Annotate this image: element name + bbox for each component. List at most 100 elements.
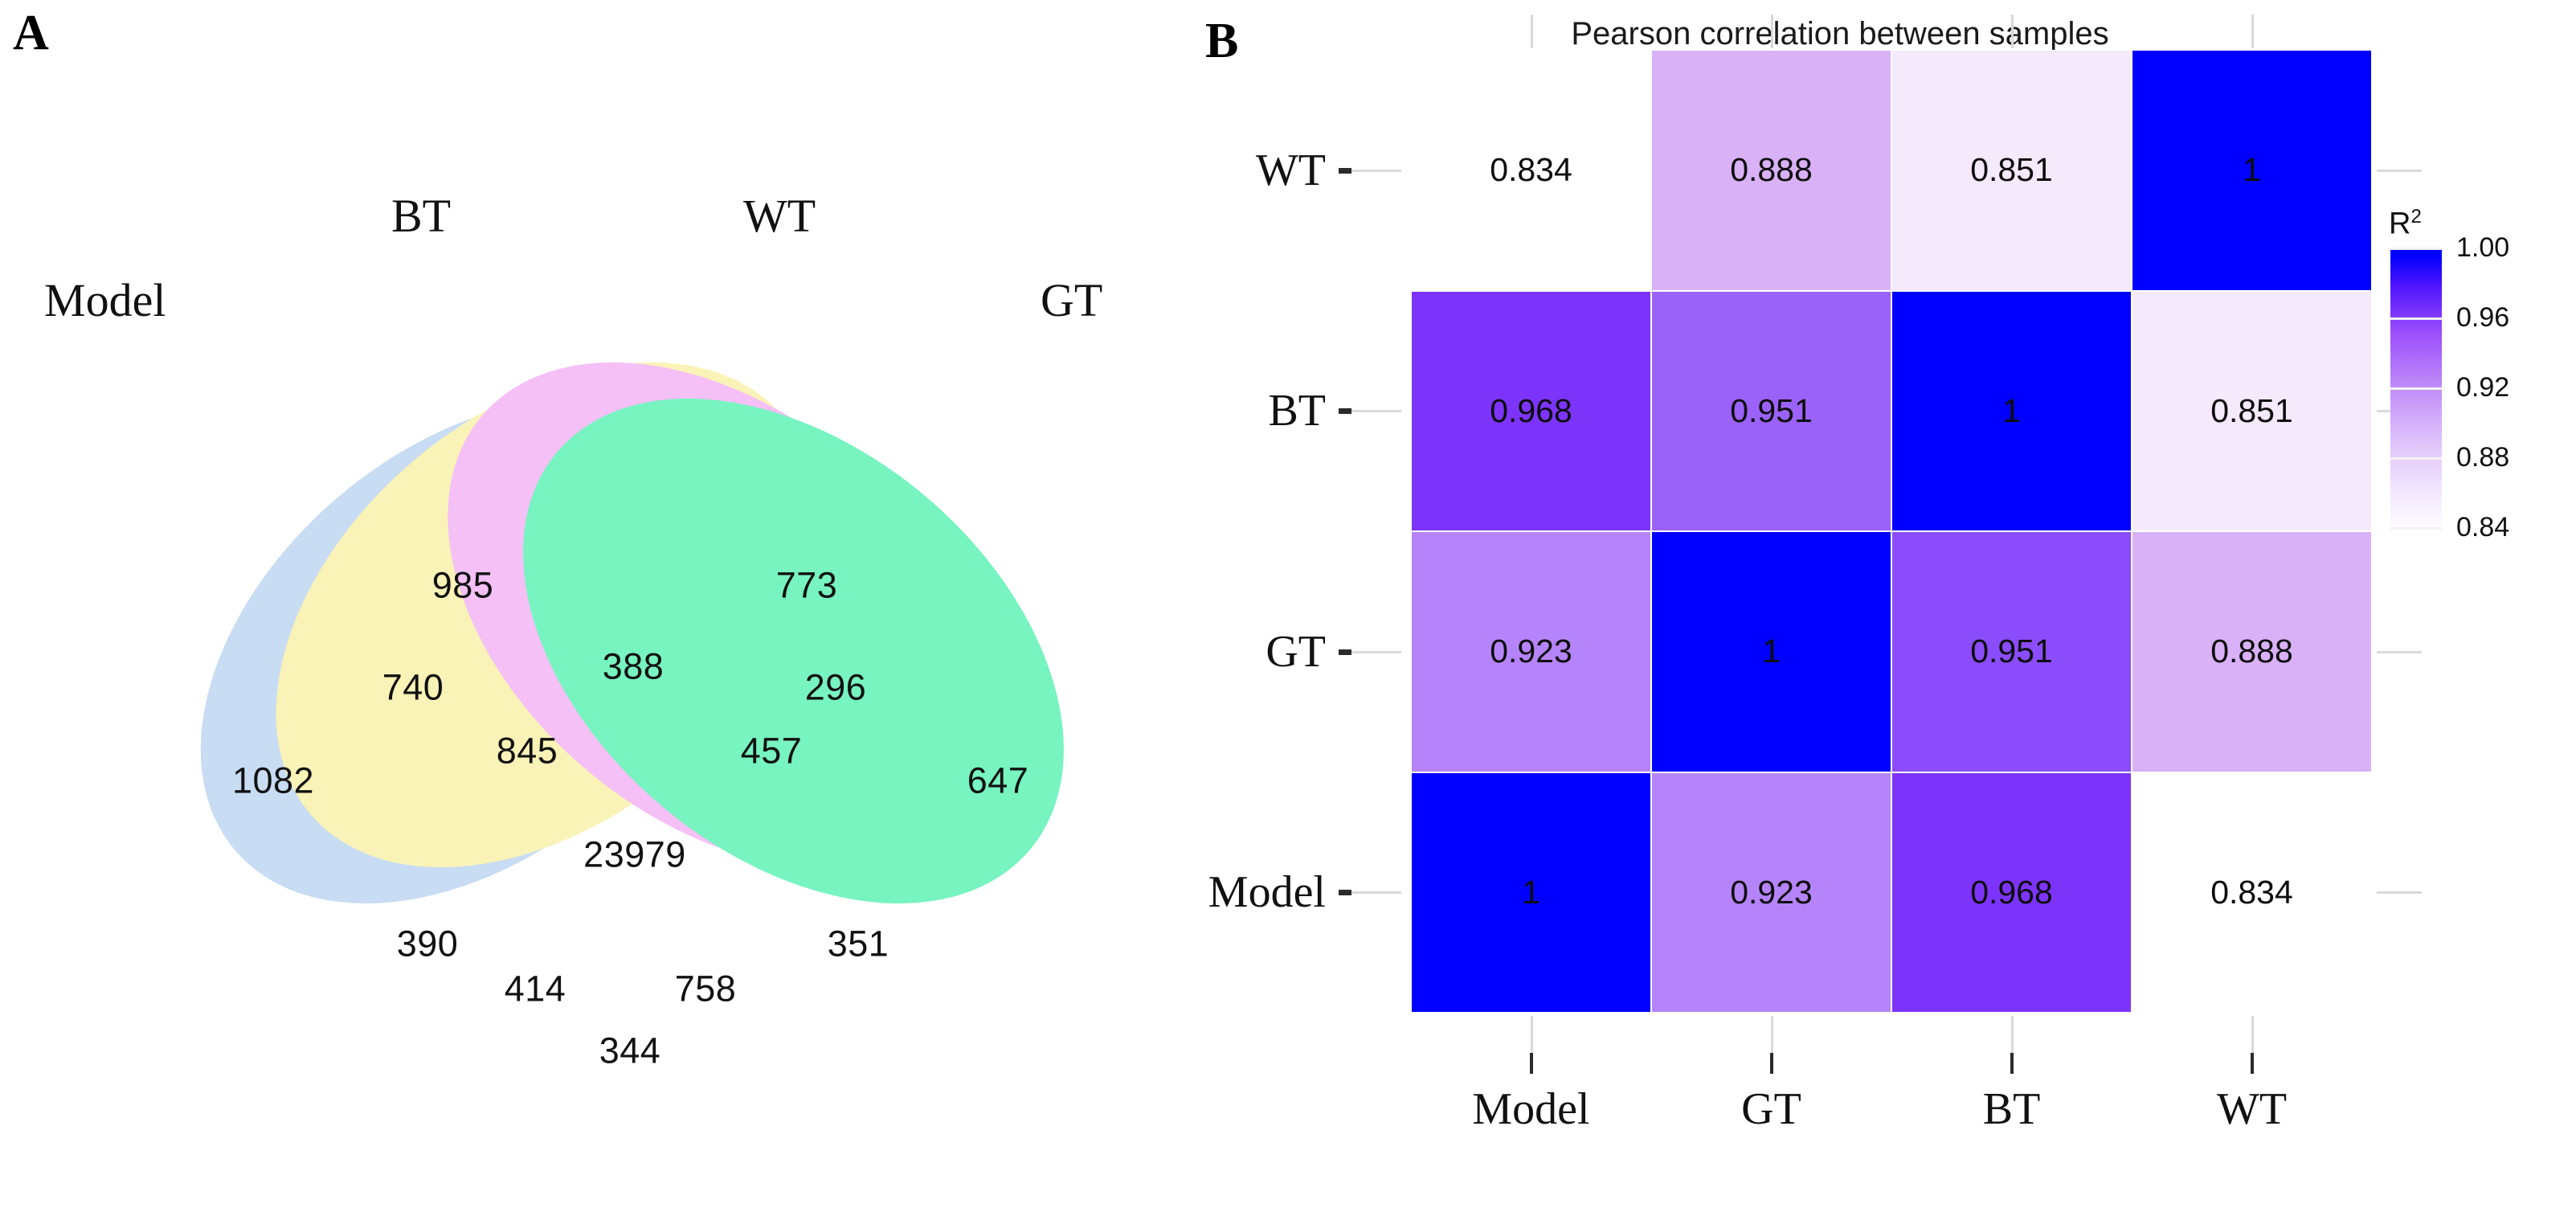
heatmap-y-label-model: Model bbox=[1208, 867, 1326, 918]
heatmap-cell-wt-gt[interactable]: 0.888 bbox=[1651, 50, 1891, 291]
colorbar-tick-line bbox=[2390, 527, 2442, 530]
heatmap-x-label-wt: WT bbox=[2216, 1084, 2288, 1134]
heatmap-x-label-bt: BT bbox=[1982, 1084, 2041, 1134]
heatmap-x-tick-top bbox=[1770, 14, 1773, 48]
venn-set-label-wt: WT bbox=[743, 190, 816, 242]
venn-set-label-bt: BT bbox=[391, 190, 452, 242]
venn-diagram bbox=[200, 362, 1064, 904]
heatmap-cell-value: 1 bbox=[2002, 391, 2021, 429]
venn-set-label-model: Model bbox=[44, 274, 166, 326]
colorbar-title: R2 bbox=[2389, 207, 2422, 240]
heatmap-cell-model-model[interactable]: 1 bbox=[1411, 772, 1651, 1013]
colorbar-tick-label: 0.84 bbox=[2456, 512, 2510, 543]
venn-count-bt-only: 985 bbox=[431, 564, 494, 605]
heatmap-cell-value: 1 bbox=[1762, 633, 1781, 670]
heatmap-cell-model-wt[interactable]: 0.834 bbox=[2132, 772, 2372, 1013]
colorbar-tick-label: 0.92 bbox=[2456, 372, 2510, 403]
venn-count-model-bt-wt: 845 bbox=[496, 730, 558, 772]
venn-set-label-gt: GT bbox=[1041, 274, 1103, 326]
heatmap-cell-model-bt[interactable]: 0.968 bbox=[1891, 772, 2132, 1013]
panel-b-letter: B bbox=[1205, 14, 1239, 68]
heatmap-y-tick-right bbox=[2377, 169, 2422, 172]
heatmap-cell-value: 0.923 bbox=[1490, 633, 1572, 670]
heatmap-cell-value: 0.968 bbox=[1970, 873, 2053, 911]
heatmap-title: Pearson correlation between samples bbox=[1571, 16, 2109, 51]
colorbar-tick-label: 0.96 bbox=[2456, 302, 2510, 333]
colorbar-tick-line bbox=[2390, 248, 2442, 250]
venn-count-bt-wt: 388 bbox=[602, 645, 664, 687]
venn-count-model-only: 1082 bbox=[231, 760, 315, 801]
heatmap-x-tick-mark bbox=[1529, 1053, 1533, 1074]
colorbar-label-r: R bbox=[2389, 207, 2411, 241]
venn-count-wt-gt: 296 bbox=[804, 666, 867, 708]
heatmap-cell-bt-wt[interactable]: 0.851 bbox=[2132, 290, 2372, 531]
heatmap-y-tick bbox=[1348, 650, 1401, 653]
heatmap-cell-value: 0.888 bbox=[1730, 151, 1813, 189]
colorbar-tick-label: 0.88 bbox=[2456, 442, 2510, 473]
heatmap-cell-gt-bt[interactable]: 0.951 bbox=[1891, 531, 2132, 772]
venn-count-bt-gt: 351 bbox=[827, 923, 889, 964]
heatmap-x-tick-mark bbox=[1769, 1053, 1773, 1074]
heatmap-y-tick-right bbox=[2377, 650, 2422, 653]
heatmap-cell-wt-model[interactable]: 0.834 bbox=[1411, 50, 1651, 291]
colorbar-tick-line bbox=[2390, 317, 2442, 320]
venn-count-model-bt: 740 bbox=[382, 666, 444, 708]
venn-count-all-four: 23979 bbox=[583, 833, 686, 875]
heatmap-y-tick-mark bbox=[1339, 890, 1351, 896]
heatmap-y-tick bbox=[1348, 410, 1401, 413]
heatmap-cell-model-gt[interactable]: 0.923 bbox=[1651, 772, 1891, 1013]
heatmap-x-tick bbox=[1530, 1016, 1533, 1054]
venn-count-gt-only: 647 bbox=[967, 760, 1029, 801]
heatmap-x-tick bbox=[2010, 1016, 2014, 1054]
heatmap-y-tick bbox=[1348, 169, 1401, 172]
heatmap-cell-value: 0.851 bbox=[2210, 391, 2293, 429]
venn-count-model-wt: 390 bbox=[396, 923, 459, 964]
venn-count-model-bt-gt: 758 bbox=[674, 968, 737, 1009]
heatmap-x-tick-top bbox=[2010, 14, 2014, 48]
heatmap-y-tick-mark bbox=[1339, 167, 1351, 174]
heatmap-x-tick bbox=[1770, 1016, 1773, 1054]
venn-count-wt-only: 773 bbox=[775, 564, 838, 605]
heatmap-grid: 0.834 0.888 0.851 1 0.968 0.951 1 0.851 0.923 1 0.… bbox=[1411, 50, 2372, 1013]
heatmap-x-label-model: Model bbox=[1472, 1084, 1590, 1134]
heatmap-cell-value: 0.951 bbox=[1730, 391, 1813, 429]
heatmap-cell-bt-bt[interactable]: 1 bbox=[1891, 290, 2132, 531]
heatmap-cell-value: 0.923 bbox=[1730, 873, 1813, 911]
colorbar-tick-line bbox=[2390, 387, 2442, 390]
heatmap-y-label-wt: WT bbox=[1255, 145, 1326, 195]
heatmap-x-tick bbox=[2251, 1016, 2254, 1054]
heatmap-cell-bt-model[interactable]: 0.968 bbox=[1411, 290, 1651, 531]
venn-count-model-wt-gt: 414 bbox=[504, 968, 566, 1009]
heatmap-cell-gt-model[interactable]: 0.923 bbox=[1411, 531, 1651, 772]
heatmap-x-label-gt: GT bbox=[1741, 1084, 1801, 1134]
heatmap-cell-value: 0.968 bbox=[1490, 391, 1572, 429]
heatmap-x-tick-mark bbox=[2010, 1053, 2014, 1074]
heatmap-cell-value: 0.834 bbox=[2210, 873, 2293, 911]
colorbar-tick-line bbox=[2390, 457, 2442, 460]
heatmap-y-tick-mark bbox=[1339, 408, 1351, 415]
heatmap-y-tick-right bbox=[2377, 891, 2422, 895]
venn-count-model-gt: 344 bbox=[599, 1030, 661, 1071]
panel-b-heatmap: B Pearson correlation between samples 0.… bbox=[1205, 0, 2576, 1208]
colorbar-label-exponent: 2 bbox=[2410, 206, 2422, 227]
heatmap-y-tick-mark bbox=[1339, 649, 1351, 655]
heatmap-y-label-bt: BT bbox=[1268, 386, 1326, 436]
heatmap-cell-value: 1 bbox=[1522, 873, 1540, 911]
heatmap-cell-value: 0.834 bbox=[1490, 151, 1572, 189]
colorbar-tick-label: 1.00 bbox=[2456, 232, 2510, 263]
heatmap-cell-wt-bt[interactable]: 0.851 bbox=[1891, 50, 2132, 291]
heatmap-y-tick bbox=[1348, 891, 1401, 895]
heatmap-cell-gt-wt[interactable]: 0.888 bbox=[2132, 531, 2372, 772]
heatmap-cell-bt-gt[interactable]: 0.951 bbox=[1651, 290, 1891, 531]
heatmap-cell-wt-wt[interactable]: 1 bbox=[2132, 50, 2372, 291]
heatmap-x-tick-mark bbox=[2250, 1053, 2254, 1074]
heatmap-cell-gt-gt[interactable]: 1 bbox=[1651, 531, 1891, 772]
venn-ellipse-gt bbox=[523, 398, 1064, 904]
heatmap-cell-value: 1 bbox=[2243, 151, 2261, 189]
heatmap-cell-value: 0.888 bbox=[2210, 633, 2293, 670]
heatmap-x-tick-top bbox=[1530, 14, 1533, 48]
venn-count-bt-wt-gt: 457 bbox=[740, 730, 803, 772]
colorbar: R2 1.00 0.96 0.92 0.88 0.84 bbox=[2389, 207, 2558, 577]
